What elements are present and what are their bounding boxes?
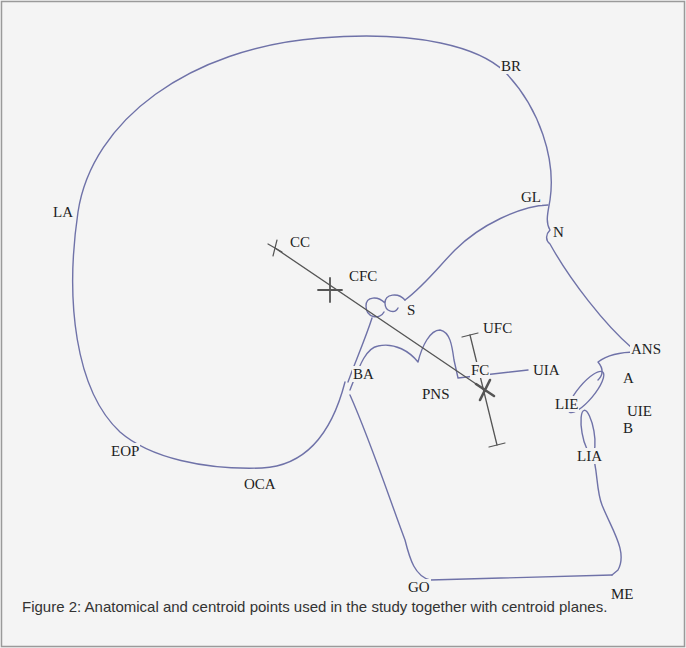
centroid-cross xyxy=(462,333,478,337)
landmark-label: B xyxy=(622,420,634,436)
landmark-label: CFC xyxy=(348,268,378,284)
centroid-cross xyxy=(268,240,282,256)
mandible-outline xyxy=(350,395,612,580)
landmark-label: A xyxy=(622,370,635,386)
landmark-label: LA xyxy=(52,204,74,220)
landmark-label: BA xyxy=(352,366,375,382)
maxilla-outline xyxy=(350,330,528,390)
landmark-label: S xyxy=(406,302,416,318)
centroid-cross xyxy=(476,380,494,400)
chin-outline xyxy=(592,452,621,575)
landmark-label: ME xyxy=(610,586,635,602)
landmark-label: EOP xyxy=(110,443,140,459)
landmark-label: FC xyxy=(470,362,490,378)
landmark-label: UFC xyxy=(482,320,513,336)
centroid-cross xyxy=(318,278,342,302)
centroid-cross xyxy=(489,443,505,447)
landmark-label: LIA xyxy=(576,448,603,464)
landmark-label: OCA xyxy=(243,476,277,492)
centroid-plane xyxy=(470,335,497,445)
landmark-label: UIE xyxy=(626,403,653,419)
landmark-label: GL xyxy=(520,189,542,205)
landmark-label: ANS xyxy=(630,341,662,357)
cranial-base-line xyxy=(405,205,548,300)
landmark-label: BR xyxy=(500,58,522,74)
landmark-label: CC xyxy=(289,234,311,250)
landmark-label: N xyxy=(552,224,565,240)
landmark-label: UIA xyxy=(532,362,561,378)
centroid-plane xyxy=(275,248,485,390)
landmark-label: GO xyxy=(407,579,431,595)
landmark-label: PNS xyxy=(421,386,451,402)
figure-caption: Figure 2: Anatomical and centroid points… xyxy=(22,596,662,617)
landmark-label: LIE xyxy=(554,396,579,412)
